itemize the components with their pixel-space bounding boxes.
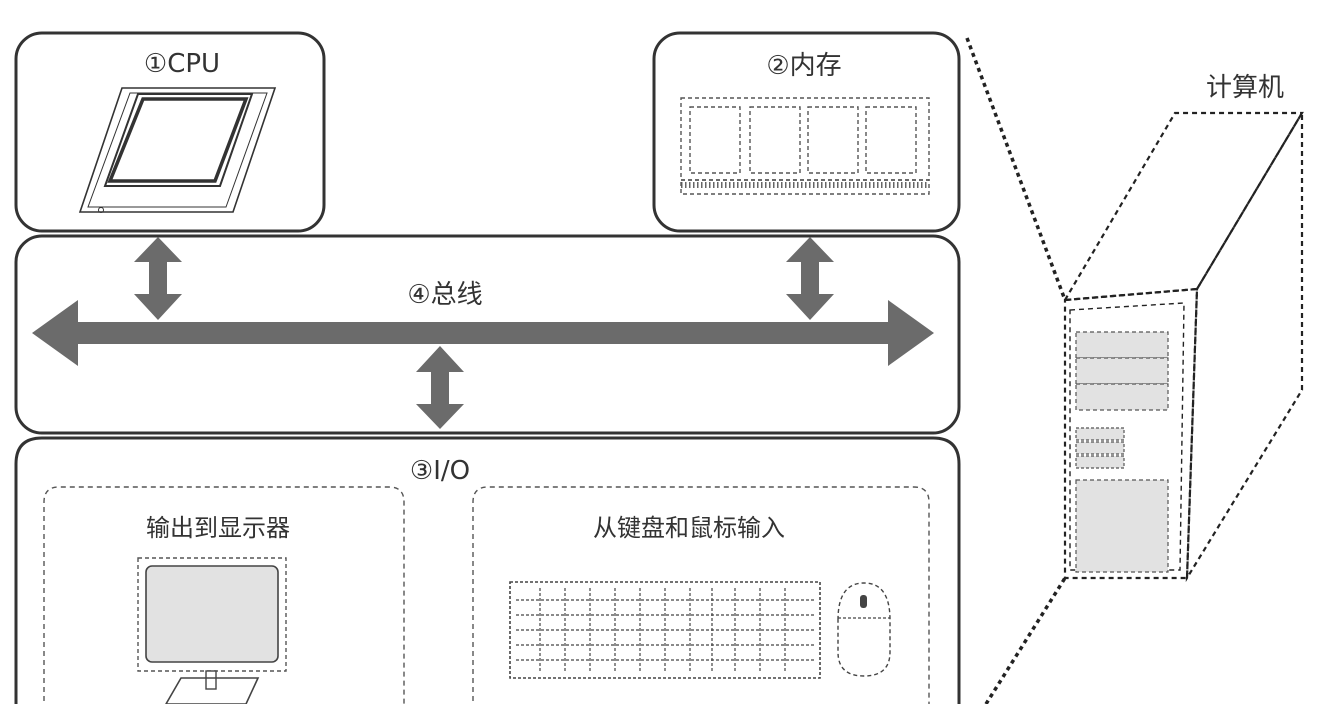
memory-module-icon (680, 97, 930, 195)
io-label: ③I/O (410, 456, 470, 486)
output-label: 输出到显示器 (146, 514, 290, 542)
computer-tower: 计算机 (965, 37, 1304, 704)
output-subpanel-border (43, 486, 405, 704)
bus-panel: ④总线 (14, 234, 961, 435)
zoom-line-bottom (984, 577, 1067, 704)
computer-label: 计算机 (1206, 73, 1284, 103)
memory-panel: ②内存 (652, 31, 961, 233)
bus-label: ④总线 (407, 280, 482, 310)
cpu-bus-arrow (134, 237, 182, 320)
tower-case-icon (1062, 109, 1304, 583)
keyboard-icon (509, 581, 821, 679)
cpu-label: ①CPU (144, 49, 220, 79)
cpu-panel-border (14, 31, 326, 233)
io-bus-arrow (416, 346, 464, 429)
memory-bus-arrow (786, 237, 834, 320)
cpu-chip-icon (78, 87, 277, 213)
memory-label: ②内存 (766, 51, 841, 81)
input-label: 从键盘和鼠标输入 (593, 514, 785, 542)
bus-main-arrow (32, 300, 934, 366)
output-subpanel: 输出到显示器 (43, 486, 405, 704)
input-subpanel: 从键盘和鼠标输入 (472, 486, 930, 704)
input-subpanel-border (472, 486, 930, 704)
bus-panel-border (14, 234, 961, 435)
zoom-line-top (965, 37, 1067, 301)
mouse-icon (837, 582, 891, 677)
tower-drive-bays-icon (1075, 331, 1169, 573)
cpu-panel: ①CPU (14, 31, 326, 233)
monitor-icon (137, 557, 287, 704)
io-panel-border (14, 436, 961, 704)
memory-panel-border (652, 31, 961, 233)
io-panel: ③I/O 输出到显示器 从键盘和鼠标输入 (14, 436, 961, 704)
